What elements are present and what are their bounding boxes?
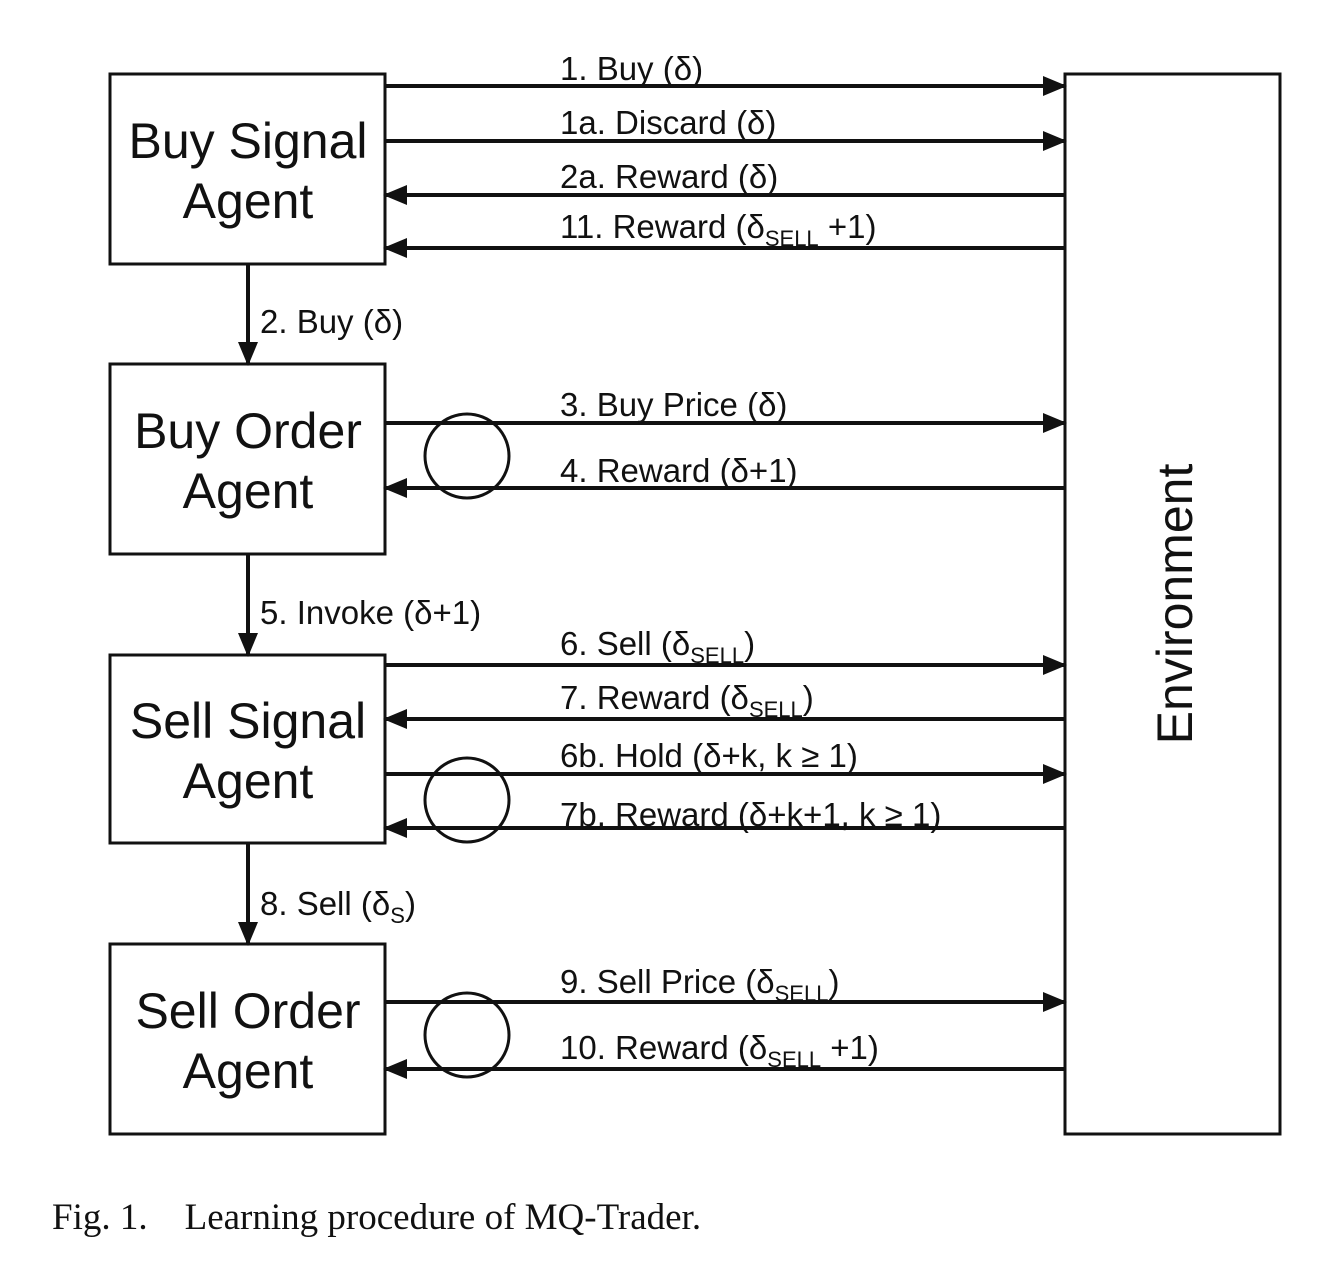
environment-label: Environment (1147, 464, 1203, 745)
buy-signal-agent-label-line1: Buy Signal (128, 113, 367, 169)
label-7b-reward: 7b. Reward (δ+k+1, k ≥ 1) (560, 796, 941, 833)
label-9-sell-price: 9. Sell Price (δSELL) (560, 963, 839, 1006)
environment-box (1063, 72, 1282, 1136)
sell-signal-agent-label-line2: Agent (183, 753, 314, 809)
label-7-reward: 7. Reward (δSELL) (560, 679, 814, 722)
label-1-buy: 1. Buy (δ) (560, 50, 703, 87)
label-2-buy: 2. Buy (δ) (260, 303, 403, 340)
label-8-sell: 8. Sell (δS) (260, 885, 416, 928)
buy-signal-agent-box (108, 72, 387, 266)
buy-order-agent-box (108, 362, 387, 556)
label-10-reward: 10. Reward (δSELL +1) (560, 1029, 879, 1072)
label-5-invoke: 5. Invoke (δ+1) (260, 594, 481, 631)
label-11-reward: 11. Reward (δSELL +1) (560, 208, 876, 251)
figure-caption-text: Learning procedure of MQ-Trader. (184, 1197, 702, 1238)
label-3-buy-price: 3. Buy Price (δ) (560, 386, 787, 423)
label-6b-hold: 6b. Hold (δ+k, k ≥ 1) (560, 737, 858, 774)
sell-order-agent-box (108, 942, 387, 1136)
buy-signal-agent-label-line2: Agent (183, 173, 314, 229)
label-1a-discard: 1a. Discard (δ) (560, 104, 776, 141)
buy-order-agent-label-line1: Buy Order (134, 403, 362, 459)
buy-order-agent-label-line2: Agent (183, 463, 314, 519)
figure-caption: Fig. 1. Learning procedure of MQ-Trader. (52, 1196, 701, 1239)
label-4-reward: 4. Reward (δ+1) (560, 452, 798, 489)
loop-circle-sell-order (423, 991, 511, 1079)
label-6-sell: 6. Sell (δSELL) (560, 625, 755, 668)
sell-order-agent-label-line2: Agent (183, 1043, 314, 1099)
sell-signal-agent-label-line1: Sell Signal (130, 693, 366, 749)
loop-circle-sell-signal (423, 756, 511, 844)
sell-signal-agent-box (108, 653, 387, 845)
loop-circle-buy-order (423, 412, 511, 500)
figure-caption-label: Fig. 1. (52, 1197, 148, 1238)
label-2a-reward: 2a. Reward (δ) (560, 158, 778, 195)
sell-order-agent-label-line1: Sell Order (135, 983, 360, 1039)
